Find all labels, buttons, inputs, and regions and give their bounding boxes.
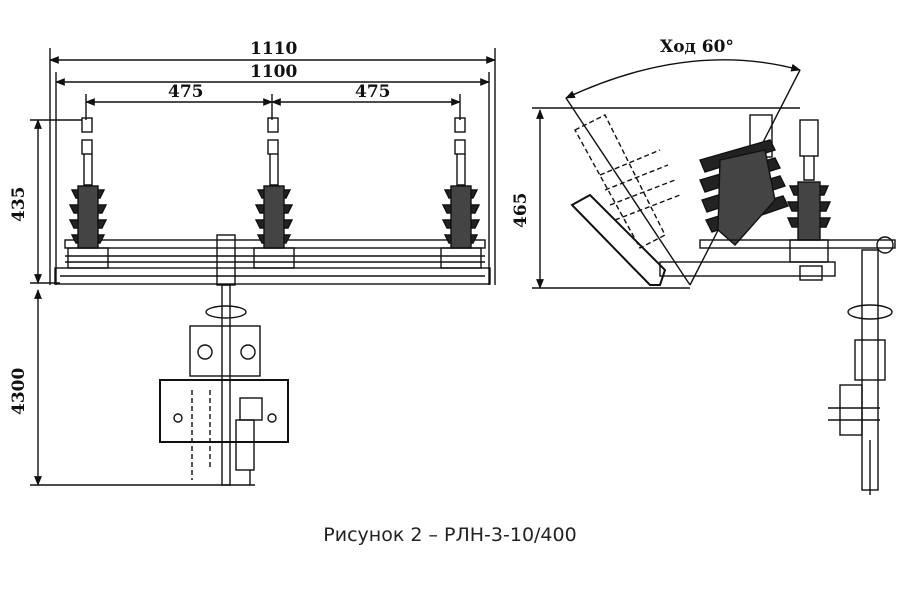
dim-spacing: 475 475 [85,82,461,120]
dim-465-label: 465 [511,193,531,229]
dim-inner-width: 1100 [55,62,490,285]
tilted-insulator [699,114,789,246]
dim-475-right-label: 475 [355,82,391,102]
insulator-left [67,117,109,269]
dim-height-right: 465 [511,109,690,289]
dim-overall-width: 1110 [49,39,496,285]
technical-drawing: 1110 1100 475 475 435 [9,37,896,495]
dim-drive-length: 4300 [9,289,255,486]
insulator-right [440,117,482,269]
dim-1100-label: 1100 [250,62,297,82]
side-frame [659,261,836,277]
dim-1110-label: 1110 [250,39,297,59]
travel-label: Ход 60° [660,37,734,57]
dim-height-left: 435 [9,119,82,284]
insulator-middle [253,117,295,269]
figure-caption: Рисунок 2 – РЛН-3-10/400 [323,524,577,546]
front-view: 1110 1100 475 475 435 [9,39,496,486]
dim-475-left-label: 475 [168,82,204,102]
grounding-blade [570,193,667,286]
side-view: Ход 60° 465 [511,37,896,495]
ghost-insulator [574,114,681,249]
drive-mechanism [159,234,289,486]
side-drive [828,249,893,495]
dim-435-label: 435 [9,187,29,223]
upright-insulator [786,119,832,263]
dim-4300-label: 4300 [9,368,29,415]
